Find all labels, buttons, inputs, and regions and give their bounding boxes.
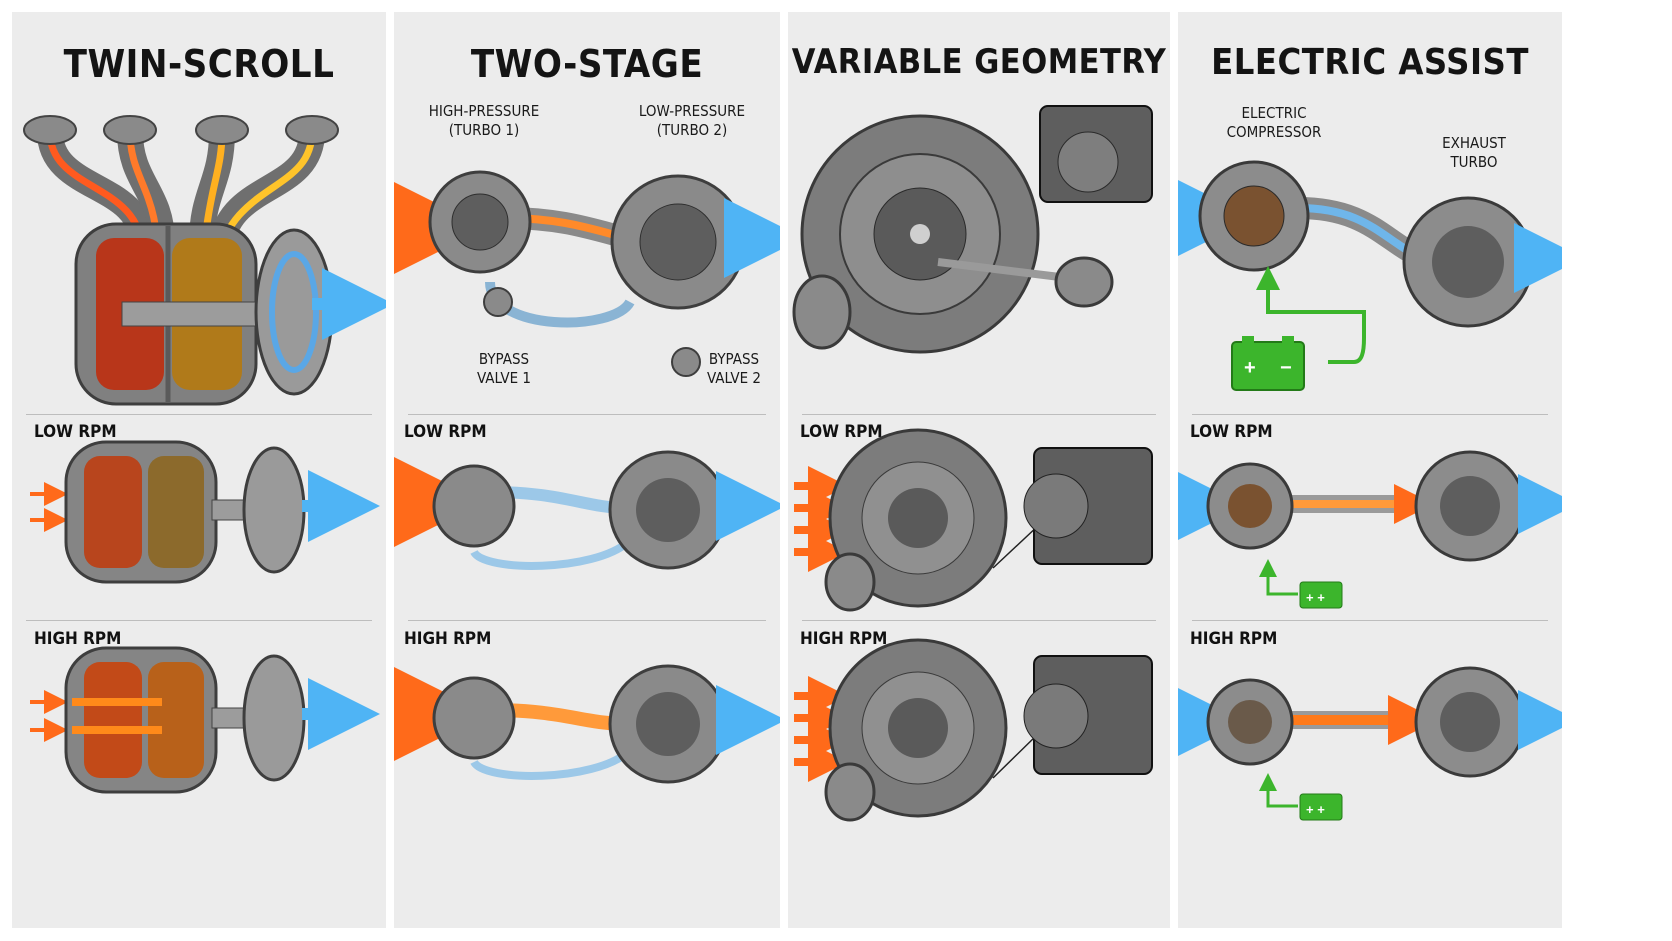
row-label-high-rpm: HIGH RPM	[800, 629, 888, 649]
twin-scroll-turbo	[23, 115, 386, 406]
vane-detail	[1023, 683, 1089, 749]
compressor-intake-ring	[269, 251, 319, 373]
manifold-flange	[23, 115, 339, 145]
turbine-wheel	[636, 692, 700, 756]
turbine-wheel	[888, 488, 948, 548]
panel-title: TWO-STAGE	[470, 42, 704, 86]
turbine-wheel	[1432, 226, 1504, 298]
turbine-wheel	[451, 193, 509, 251]
electric-assist-diagrams: + − + +	[1178, 160, 1562, 821]
row-label-high-rpm: HIGH RPM	[34, 629, 122, 649]
turbine-wheel	[1440, 692, 1500, 752]
battery-plus: +	[1244, 357, 1256, 379]
divider	[802, 414, 1156, 415]
electric-assist-low-rpm: + +	[1178, 450, 1562, 609]
compressor-housing	[242, 654, 306, 782]
panel-title: ELECTRIC ASSIST	[1211, 42, 1529, 83]
panel-variable-geometry: VARIABLE GEOMETRY LOW RPM HIGH RPM	[788, 12, 1170, 928]
row-label-high-rpm: HIGH RPM	[1190, 629, 1278, 649]
row-label-low-rpm: LOW RPM	[800, 422, 883, 442]
callout-low-pressure-turbo: LOW-PRESSURE (TURBO 2)	[638, 102, 746, 139]
battery-icon-small	[1299, 793, 1343, 821]
divider	[26, 414, 372, 415]
scroll-b	[148, 456, 204, 568]
panel-twin-scroll: TWIN-SCROLL LOW RPM HIGH RPM	[12, 12, 386, 928]
compressor-housing	[242, 446, 306, 574]
row-label-high-rpm: HIGH RPM	[404, 629, 492, 649]
vgt-turbo	[792, 105, 1153, 354]
variable-geometry-diagrams	[792, 105, 1153, 822]
row-label-low-rpm: LOW RPM	[34, 422, 117, 442]
panel-title: VARIABLE GEOMETRY	[791, 42, 1167, 82]
battery-terminal	[1282, 336, 1294, 344]
power-feed-line	[1259, 773, 1298, 808]
two-stage-low-rpm	[394, 450, 780, 570]
panel-two-stage: TWO-STAGE HIGH-PRESSURE (TURBO 1) LOW-PR…	[394, 12, 780, 928]
divider	[1192, 620, 1548, 621]
hub	[910, 224, 930, 244]
bypass-valve-1	[483, 287, 513, 317]
vane-detail	[1023, 473, 1089, 539]
row-label-low-rpm: LOW RPM	[1190, 422, 1273, 442]
vane-detail	[1057, 131, 1119, 193]
divider	[1192, 414, 1548, 415]
battery-icon-small	[1299, 581, 1343, 609]
twin-scroll-diagrams	[23, 115, 386, 794]
twin-scroll-low-rpm	[30, 440, 380, 584]
scroll-b	[148, 662, 204, 778]
battery-terminal	[1242, 336, 1254, 344]
actuator-rod	[937, 258, 1069, 282]
scroll-a	[84, 662, 142, 778]
leader-line	[992, 523, 1041, 569]
electric-assist-high-rpm: + +	[1178, 666, 1562, 821]
motor-winding	[1223, 185, 1285, 247]
divider	[802, 620, 1156, 621]
scroll-a	[84, 456, 142, 568]
battery-symbols: + +	[1306, 590, 1325, 605]
callout-high-pressure-turbo: HIGH-PRESSURE (TURBO 1)	[428, 102, 540, 139]
leader-line	[992, 731, 1041, 779]
high-pressure-turbo	[432, 676, 516, 760]
turbine-wheel	[639, 203, 717, 281]
callout-bypass-valve-1: BYPASS VALVE 1	[477, 350, 531, 387]
motor-winding	[1228, 484, 1272, 528]
exhaust-outlet	[792, 274, 852, 350]
callout-bypass-valve-2: BYPASS VALVE 2	[707, 350, 761, 387]
twin-scroll-high-rpm	[30, 646, 380, 794]
turbine-wheel	[636, 478, 700, 542]
exhaust-outlet	[824, 552, 876, 612]
callout-electric-compressor: ELECTRIC COMPRESSOR	[1226, 104, 1322, 141]
bypass-pipe	[470, 748, 631, 780]
panel-title: TWIN-SCROLL	[63, 42, 335, 86]
vgt-low-rpm	[794, 428, 1153, 612]
high-pressure-turbo	[432, 464, 516, 548]
divider	[408, 414, 766, 415]
two-stage-high-rpm	[394, 659, 780, 784]
divider	[26, 620, 372, 621]
row-label-low-rpm: LOW RPM	[404, 422, 487, 442]
exhaust-outlet	[824, 762, 876, 822]
battery-symbols: + +	[1306, 802, 1325, 817]
two-stage-overview	[394, 168, 780, 377]
two-stage-diagrams	[394, 168, 780, 784]
power-feed-line	[1259, 559, 1298, 596]
vane-actuator	[1054, 256, 1114, 308]
turbine-wheel	[888, 698, 948, 758]
electric-assist-overview: + −	[1178, 160, 1562, 391]
power-feed-line	[1256, 266, 1366, 364]
battery-minus: −	[1280, 357, 1292, 379]
panel-electric-assist: ELECTRIC ASSIST ELECTRIC COMPRESSOR EXHA…	[1178, 12, 1562, 928]
divider	[408, 620, 766, 621]
bypass-pipe	[470, 538, 631, 570]
bypass-valve-2	[671, 347, 701, 377]
turbine-wheel	[1440, 476, 1500, 536]
battery-icon	[1231, 341, 1305, 391]
motor-winding	[1228, 700, 1272, 744]
callout-exhaust-turbo: EXHAUST TURBO	[1442, 134, 1506, 171]
vgt-high-rpm	[794, 638, 1153, 822]
